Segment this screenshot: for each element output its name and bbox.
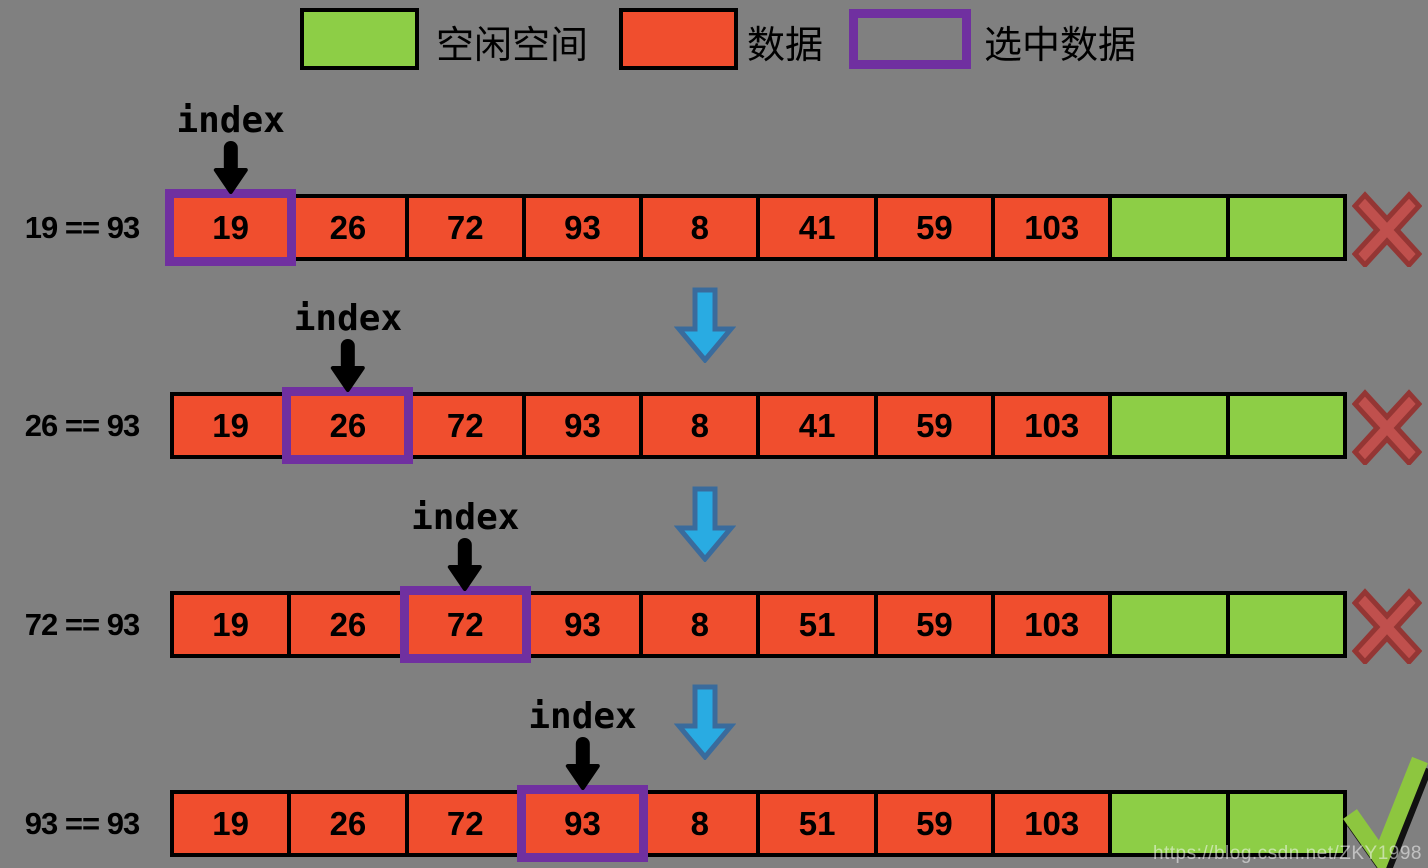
index-label: index xyxy=(411,497,520,538)
array-cell: 19 xyxy=(172,394,290,457)
mismatch-x-icon xyxy=(1352,588,1422,664)
array-cell: 8 xyxy=(641,792,759,855)
array-cell: 72 xyxy=(406,792,524,855)
array-cell: 26 xyxy=(289,792,407,855)
legend: 空闲空间 数据 选中数据 xyxy=(0,0,1428,80)
free-cell xyxy=(1227,394,1345,457)
array-cell: 26 xyxy=(289,593,407,656)
free-cell xyxy=(1227,196,1345,259)
comparison-label: 19 == 93 xyxy=(24,209,140,245)
array-cell: 51 xyxy=(758,593,876,656)
array-cell: 93 xyxy=(523,394,642,457)
array-cell: 93 xyxy=(523,593,642,656)
array-cell: 41 xyxy=(758,394,876,457)
array-cell: 59 xyxy=(875,593,994,656)
array-cell: 72 xyxy=(406,394,524,457)
free-cell xyxy=(1227,792,1345,855)
array-cell: 103 xyxy=(993,792,1111,855)
array-cell: 59 xyxy=(875,792,994,855)
free-cell xyxy=(1110,196,1228,259)
free-space-swatch xyxy=(300,8,419,70)
index-arrow-icon xyxy=(330,339,365,392)
array-cell: 26 xyxy=(289,394,407,457)
selected-data-swatch xyxy=(849,9,971,69)
index-pointer: index xyxy=(294,299,402,392)
array-cell: 72 xyxy=(406,196,524,259)
array-cell: 103 xyxy=(993,593,1111,656)
free-cell xyxy=(1110,792,1228,855)
array-cell: 59 xyxy=(875,196,994,259)
mismatch-x-icon xyxy=(1352,389,1422,465)
match-check-icon xyxy=(1343,756,1428,868)
array-cell: 103 xyxy=(993,196,1111,259)
array-cell: 93 xyxy=(523,792,642,855)
free-cell xyxy=(1110,394,1228,457)
legend-label-free-space: 空闲空间 xyxy=(436,23,589,67)
array-cell: 19 xyxy=(172,593,290,656)
free-cell xyxy=(1110,593,1228,656)
index-pointer: index xyxy=(411,498,519,591)
comparison-label: 93 == 93 xyxy=(24,805,140,841)
array-cell: 41 xyxy=(758,196,876,259)
array-cell: 72 xyxy=(406,593,524,656)
data-swatch xyxy=(619,8,738,70)
legend-label-selected-data: 选中数据 xyxy=(984,23,1137,67)
down-arrow-icon xyxy=(674,486,736,562)
index-label: index xyxy=(293,298,403,339)
array-cell: 19 xyxy=(172,196,290,259)
array-cell: 8 xyxy=(641,593,759,656)
comparison-label: 72 == 93 xyxy=(24,606,140,642)
down-arrow-icon xyxy=(674,287,736,363)
comparison-label: 26 == 93 xyxy=(24,407,140,443)
index-arrow-icon xyxy=(565,737,600,790)
array-cell: 19 xyxy=(172,792,290,855)
index-pointer: index xyxy=(176,100,285,194)
mismatch-x-icon xyxy=(1352,191,1422,267)
array-cell: 51 xyxy=(758,792,876,855)
array-cell: 103 xyxy=(993,394,1111,457)
array-cell: 26 xyxy=(289,196,407,259)
legend-label-data: 数据 xyxy=(747,23,824,67)
index-label: index xyxy=(528,696,637,737)
array-cell: 59 xyxy=(875,394,994,457)
index-pointer: index xyxy=(528,696,637,790)
array-cell: 8 xyxy=(641,394,759,457)
array-cell: 93 xyxy=(523,196,642,259)
index-arrow-icon xyxy=(213,141,248,194)
index-arrow-icon xyxy=(448,538,483,591)
free-cell xyxy=(1227,593,1345,656)
watermark: https://blog.csdn.net/ZKY1998 xyxy=(1152,843,1422,864)
index-label: index xyxy=(176,100,285,141)
array-cell: 8 xyxy=(641,196,759,259)
down-arrow-icon xyxy=(674,684,736,760)
